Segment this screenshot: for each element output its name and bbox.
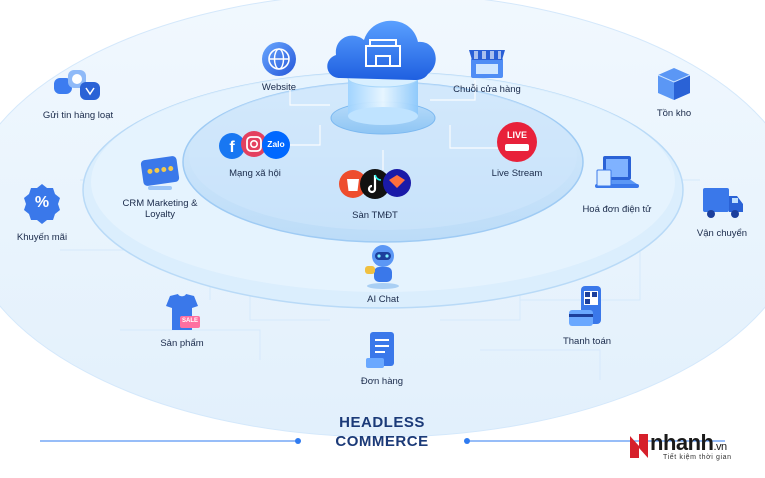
node-retail-chain: Chuỗi cửa hàng — [442, 42, 532, 95]
payment-phone-icon — [565, 284, 609, 332]
live-text: LIVE — [506, 130, 527, 140]
title-line-2: COMMERCE — [335, 433, 429, 450]
storefront-icon — [465, 42, 509, 80]
inventory-box-icon — [654, 64, 694, 104]
node-crm-label: CRM Marketing & Loyalty — [122, 198, 198, 220]
node-bulk-messaging-label: Gửi tin hàng loạt — [42, 110, 114, 121]
facebook-icon — [219, 133, 245, 159]
node-order: Đơn hàng — [342, 328, 422, 387]
brand-tagline: Tiết kiệm thời gian — [663, 454, 732, 461]
node-social-label: Mạng xã hội — [229, 168, 281, 179]
robot-icon — [361, 242, 405, 290]
node-retail-chain-label: Chuỗi cửa hàng — [453, 84, 521, 95]
live-stream-icon: LIVE — [495, 120, 539, 164]
brand-tld: .vn — [713, 441, 728, 453]
diagram-title: HEADLESS COMMERCE — [282, 413, 482, 451]
node-live-stream-label: Live Stream — [491, 168, 543, 179]
node-order-label: Đơn hàng — [360, 376, 404, 387]
node-shipping: Vận chuyển — [682, 180, 762, 239]
node-payment-label: Thanh toán — [562, 336, 612, 347]
brand-name: nhanh — [650, 430, 714, 455]
cloud-icon — [327, 20, 436, 80]
node-ai-chat: AI Chat — [343, 242, 423, 305]
node-promotion-label: Khuyến mãi — [16, 232, 68, 243]
chat-bubbles-icon — [50, 66, 106, 106]
percent-text: % — [34, 194, 50, 211]
social-icons: f Zalo — [216, 126, 294, 164]
node-website: Website — [244, 40, 314, 93]
crm-card-icon — [138, 150, 182, 194]
discount-badge-icon: % — [21, 182, 63, 228]
node-inventory-label: Tồn kho — [656, 108, 692, 119]
node-product-label: Sản phẩm — [160, 338, 204, 349]
node-marketplace-label: Sàn TMĐT — [352, 210, 398, 221]
node-website-label: Website — [261, 82, 297, 93]
brand-logo: nhanh.vn Tiết kiệm thời gian — [628, 428, 758, 464]
node-inventory: Tồn kho — [634, 64, 714, 119]
laptop-invoice-icon — [593, 152, 641, 200]
svg-text:f: f — [229, 139, 235, 156]
node-promotion: % Khuyến mãi — [0, 182, 84, 243]
node-social: f Zalo Mạng xã hội — [210, 126, 300, 179]
sale-text: SALE — [181, 318, 198, 324]
node-marketplace: Sàn TMĐT — [330, 162, 420, 221]
node-crm: CRM Marketing & Loyalty — [110, 150, 210, 220]
node-invoice-label: Hoá đơn điện tử — [582, 204, 652, 215]
zalo-icon — [262, 131, 290, 159]
node-payment: Thanh toán — [545, 284, 629, 347]
delivery-truck-icon — [699, 180, 745, 224]
instagram-icon — [241, 131, 267, 157]
node-invoice: Hoá đơn điện tử — [562, 152, 672, 215]
node-live-stream: LIVE Live Stream — [477, 120, 557, 179]
product-shirt-icon: SALE — [160, 290, 204, 334]
node-shipping-label: Vận chuyển — [696, 228, 748, 239]
globe-icon — [260, 40, 298, 78]
marketplace-icons — [337, 162, 413, 206]
zalo-text: Zalo — [267, 139, 285, 149]
node-bulk-messaging: Gửi tin hàng loạt — [28, 66, 128, 121]
brand-mark-icon — [630, 434, 648, 458]
node-ai-chat-label: AI Chat — [367, 294, 399, 305]
node-product: SALE Sản phẩm — [140, 290, 224, 349]
order-document-icon — [362, 328, 402, 372]
title-line-1: HEADLESS — [339, 414, 425, 431]
